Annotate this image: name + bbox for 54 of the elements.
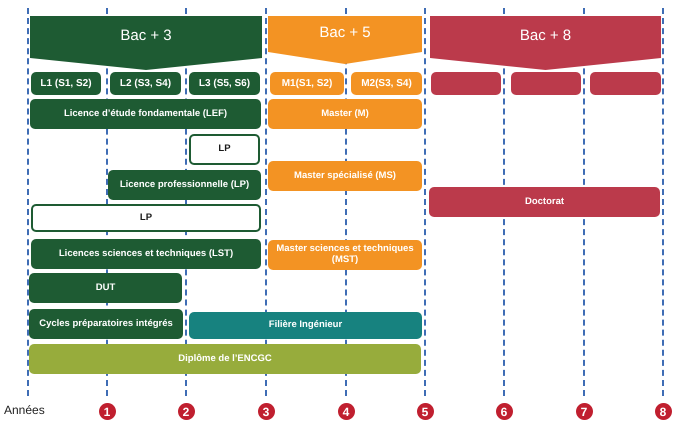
program-name: LP [218,144,231,155]
program-name: LP [140,212,152,224]
outlined-program-box [189,134,260,165]
year-number: 8 [654,403,672,420]
program-bar [30,99,261,129]
semester-box [110,72,181,95]
semester-box [189,72,260,95]
program-name: L1 (S1, S2) [40,78,92,90]
year-number: 3 [258,403,274,420]
program-name: L3 (S5, S6) [198,78,250,90]
outlined-program-box [31,204,261,232]
semester-box [511,72,581,95]
program-name: M2(S3, S4) [361,78,412,90]
level-banner [268,16,422,64]
program-bar [108,170,261,200]
level-banner [430,16,661,70]
program-name: Licence professionnelle (LP) [120,180,250,190]
semester-box [31,72,101,95]
year-number: 6 [496,403,512,420]
program-bar [268,99,422,129]
program-name: Master sciences et techniques (MST) [275,244,415,266]
program-bar [268,161,422,191]
program-bar [29,273,182,303]
program-bar [31,239,261,269]
program-name: Licence d’étude fondamentale (LEF) [64,108,228,120]
program-bar [429,187,660,217]
axis-title: Années [4,403,45,417]
year-number: 4 [338,403,354,420]
program-bar [29,309,183,339]
level-banner [30,16,262,70]
semester-box [590,72,661,95]
semester-box [270,72,344,95]
level-title: Bac + 8 [520,27,572,45]
year-number: 7 [576,403,592,420]
year-number: 5 [416,403,434,420]
program-bar [29,344,421,374]
program-name: L2 (S3, S4) [120,78,172,90]
program-name: DUT [96,282,116,294]
program-bar [189,312,422,339]
program-name: Master (M) [321,108,369,120]
program-name: Filière Ingénieur [268,320,342,331]
level-title: Bac + 3 [120,27,172,45]
semester-box [351,72,422,95]
program-name: Licences sciences et techniques (LST) [58,248,234,260]
program-name: Master spécialisé (MS) [294,170,396,182]
program-name: Diplôme de l’ENCGC [178,354,272,364]
year-number: 1 [98,403,116,420]
program-name: Doctorat [524,196,564,208]
semester-box [431,72,501,95]
year-number: 2 [178,403,194,420]
program-name: M1(S1, S2) [282,78,332,90]
program-bar [268,240,422,270]
program-name: Cycles préparatoires intégrés [39,318,173,330]
level-title: Bac + 5 [319,24,371,42]
